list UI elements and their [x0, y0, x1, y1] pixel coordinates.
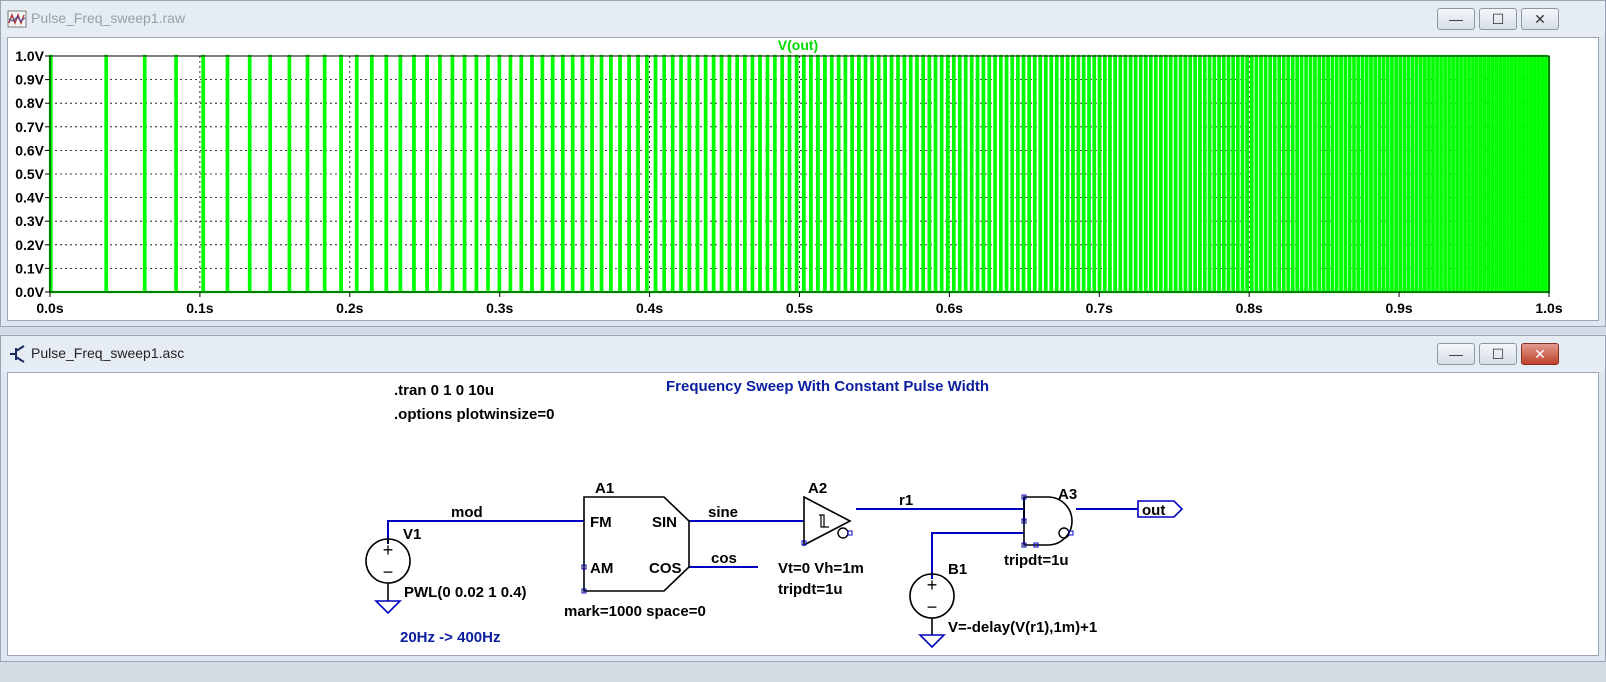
trace-label-v-out[interactable]: V(out) — [778, 37, 818, 53]
a1-pin-cos: COS — [649, 560, 682, 577]
y-tick-label: 0.9V — [15, 72, 44, 88]
maximize-button[interactable]: ☐ — [1479, 343, 1517, 365]
out-port[interactable] — [1137, 500, 1184, 518]
y-tick-label: 0.7V — [15, 119, 44, 135]
y-tick-label: 0.2V — [15, 237, 44, 253]
a3-params[interactable]: tripdt=1u — [1004, 552, 1069, 569]
a1-name[interactable]: A1 — [595, 480, 614, 497]
a2-schmitt-buffer[interactable] — [801, 495, 853, 547]
y-tick-label: 0.8V — [15, 95, 44, 111]
ground-icon — [918, 634, 946, 649]
ltspice-icon — [10, 345, 25, 363]
svg-text:−: − — [927, 597, 938, 617]
net-label-mod[interactable]: mod — [451, 504, 483, 521]
schematic-titlebar[interactable]: Pulse_Freq_sweep1.asc — ☐ ✕ — [1, 336, 1605, 372]
ground-wires — [387, 583, 933, 635]
x-tick-label: 0.0s — [36, 300, 63, 316]
a1-pin-fm: FM — [590, 514, 612, 531]
tran-directive[interactable]: .tran 0 1 0 10u — [394, 382, 494, 399]
net-label-sine[interactable]: sine — [708, 504, 738, 521]
a3-name[interactable]: A3 — [1058, 486, 1077, 503]
svg-text:+: + — [927, 575, 938, 595]
x-tick-label: 0.3s — [486, 300, 513, 316]
a1-pin-am: AM — [590, 560, 613, 577]
x-tick-label: 0.4s — [636, 300, 663, 316]
plot-axes: 0.0V 0.1V 0.2V 0.3V 0.4V 0.5V 0.6V 0.7V 0.8V 0.9V… — [15, 48, 1563, 316]
a2-params-line1[interactable]: Vt=0 Vh=1m — [778, 560, 864, 577]
x-tick-label: 0.2s — [336, 300, 363, 316]
svg-text:−: − — [383, 562, 394, 582]
b1-source[interactable]: + − — [909, 573, 955, 619]
schematic-heading[interactable]: Frequency Sweep With Constant Pulse Widt… — [666, 378, 989, 395]
ground-icon — [374, 600, 402, 615]
x-tick-label: 0.8s — [1236, 300, 1263, 316]
x-tick-label: 0.5s — [786, 300, 813, 316]
y-tick-label: 0.5V — [15, 166, 44, 182]
waveform-titlebar[interactable]: Pulse_Freq_sweep1.raw — ☐ ✕ — [1, 1, 1605, 37]
x-tick-label: 0.7s — [1086, 300, 1113, 316]
schematic[interactable]: .tran 0 1 0 10u .options plotwinsize=0 F… — [8, 373, 1600, 657]
net-label-r1[interactable]: r1 — [899, 492, 913, 509]
y-tick-label: 0.3V — [15, 213, 44, 229]
maximize-button[interactable]: ☐ — [1479, 8, 1517, 30]
schematic-window: Pulse_Freq_sweep1.asc — ☐ ✕ .tran 0 1 0 … — [0, 335, 1606, 662]
minimize-button[interactable]: — — [1437, 343, 1475, 365]
wire-mod[interactable] — [387, 520, 584, 544]
waveform-plot-area[interactable]: 0.0V 0.1V 0.2V 0.3V 0.4V 0.5V 0.6V 0.7V 0.8V 0.9V… — [7, 37, 1599, 321]
waveform-window-title: Pulse_Freq_sweep1.raw — [31, 10, 186, 26]
a2-params-line2[interactable]: tripdt=1u — [778, 581, 843, 598]
options-directive[interactable]: .options plotwinsize=0 — [394, 406, 554, 423]
y-tick-label: 0.1V — [15, 260, 44, 276]
wire-b1-out[interactable] — [931, 532, 1024, 579]
x-tick-label: 0.9s — [1385, 300, 1412, 316]
close-button[interactable]: ✕ — [1521, 343, 1559, 365]
a1-modulator[interactable] — [581, 496, 690, 594]
v1-source[interactable]: + − — [365, 538, 411, 584]
waveform-plot[interactable]: 0.0V 0.1V 0.2V 0.3V 0.4V 0.5V 0.6V 0.7V 0.8V 0.9V… — [8, 37, 1600, 322]
waveform-window: Pulse_Freq_sweep1.raw — ☐ ✕ 0.0V 0.1V 0.2V… — [0, 0, 1606, 327]
svg-text:+: + — [383, 540, 394, 560]
y-tick-label: 0.6V — [15, 142, 44, 158]
y-tick-label: 0.4V — [15, 190, 44, 206]
wire-r1[interactable] — [856, 497, 1025, 510]
out-port-label[interactable]: out — [1142, 502, 1165, 519]
b1-name[interactable]: B1 — [948, 561, 967, 578]
v1-name[interactable]: V1 — [403, 526, 421, 543]
v1-value[interactable]: PWL(0 0.02 1 0.4) — [404, 584, 527, 601]
a1-pin-sin: SIN — [652, 514, 677, 531]
waveform-app-icon — [7, 10, 27, 28]
sweep-comment[interactable]: 20Hz -> 400Hz — [400, 629, 500, 646]
b1-value[interactable]: V=-delay(V(r1),1m)+1 — [948, 619, 1097, 636]
net-label-cos[interactable]: cos — [711, 550, 737, 567]
x-tick-label: 1.0s — [1535, 300, 1562, 316]
schematic-canvas[interactable]: .tran 0 1 0 10u .options plotwinsize=0 F… — [7, 372, 1599, 656]
x-tick-label: 0.1s — [186, 300, 213, 316]
y-tick-label: 1.0V — [15, 48, 44, 64]
a2-name[interactable]: A2 — [808, 480, 827, 497]
schematic-window-title: Pulse_Freq_sweep1.asc — [31, 345, 185, 361]
close-button[interactable]: ✕ — [1521, 8, 1559, 30]
minimize-button[interactable]: — — [1437, 8, 1475, 30]
y-tick-label: 0.0V — [15, 284, 44, 300]
x-tick-label: 0.6s — [936, 300, 963, 316]
a1-params[interactable]: mark=1000 space=0 — [564, 603, 706, 620]
a3-and-gate[interactable] — [1021, 494, 1074, 548]
